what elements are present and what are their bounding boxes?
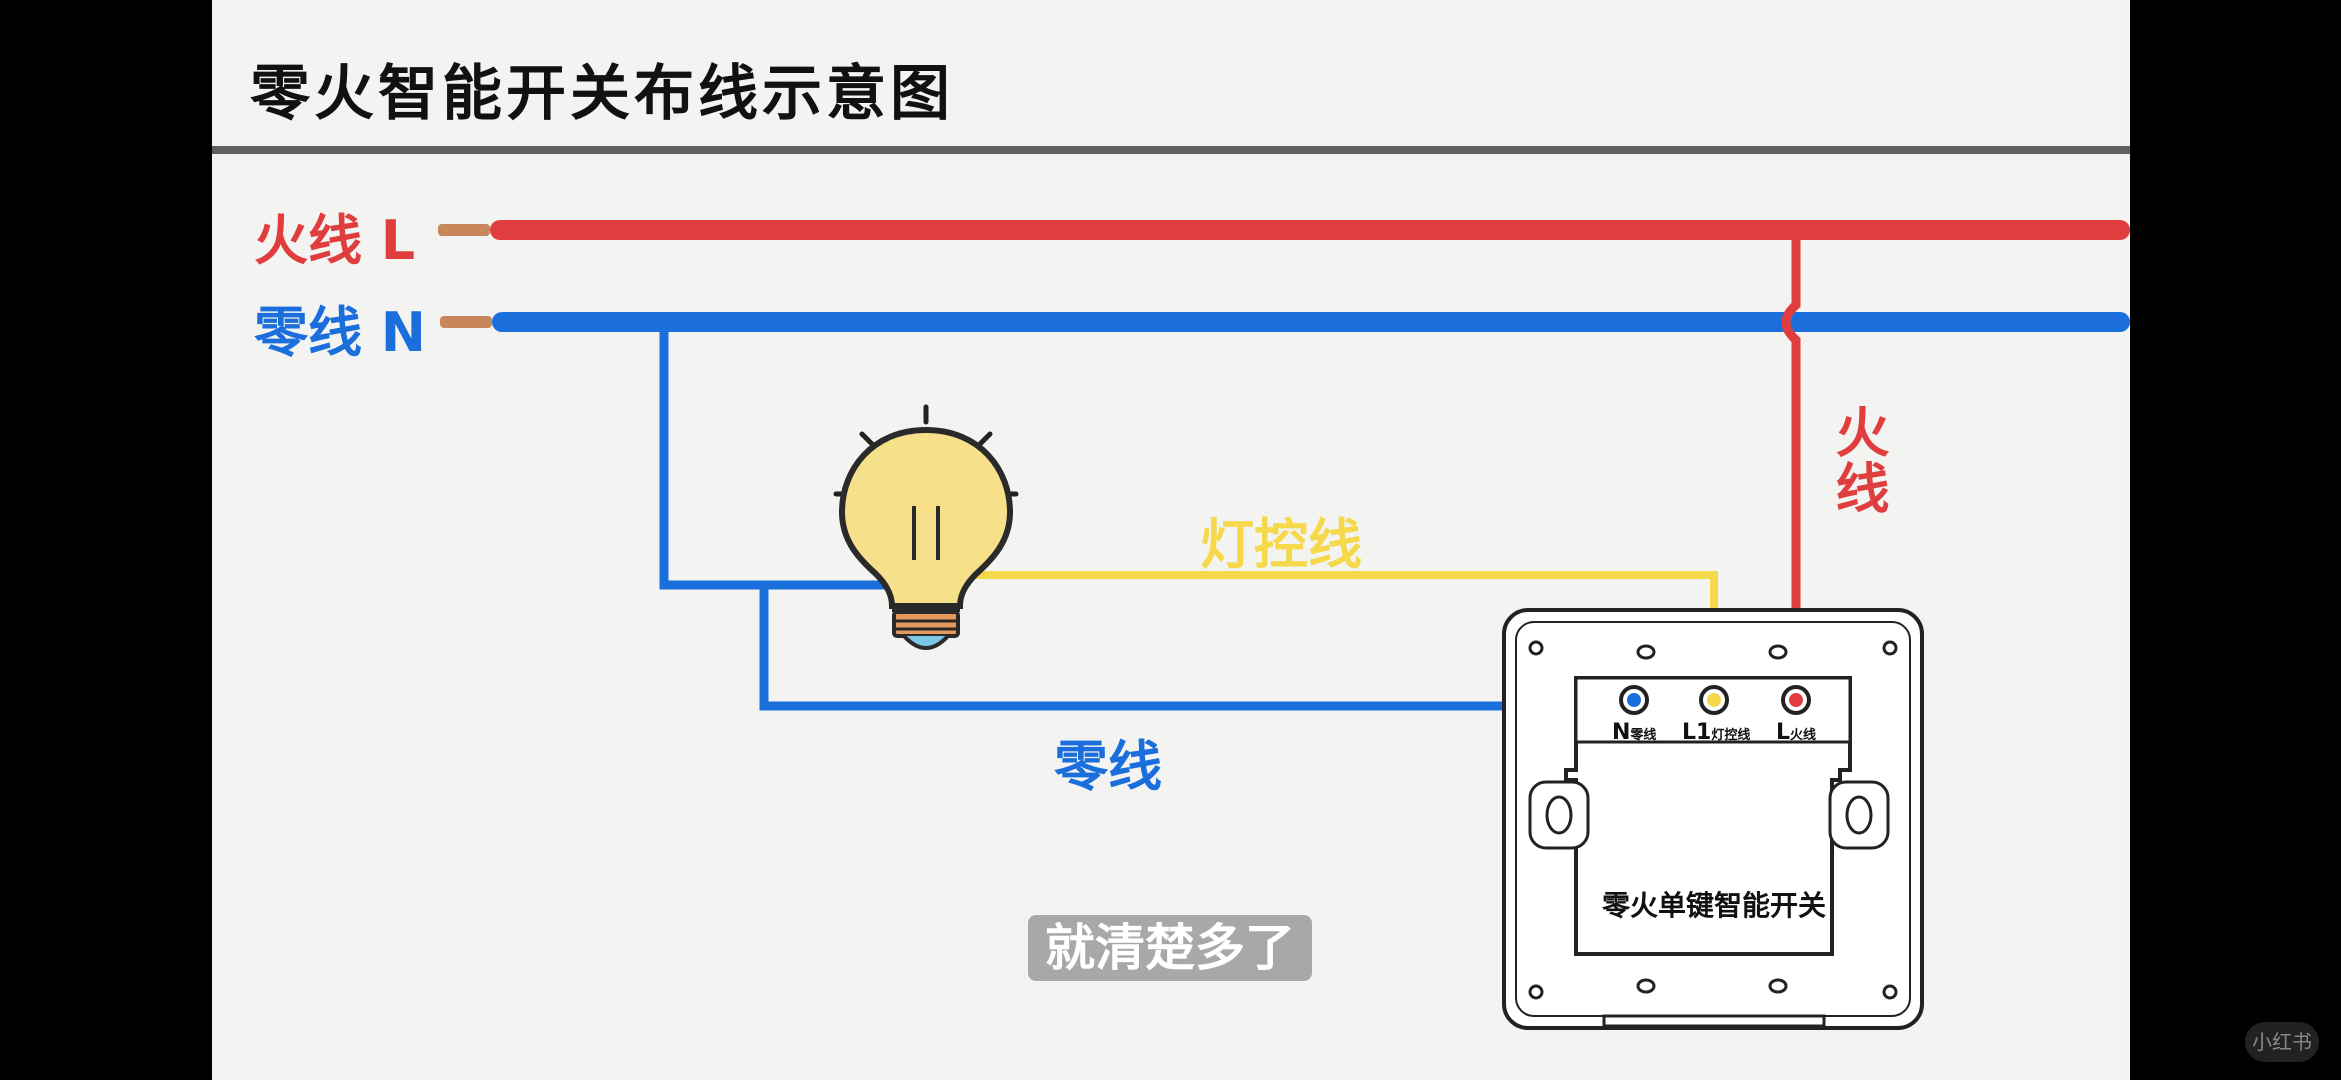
terminal-n-label: N零线 — [1612, 720, 1656, 745]
neutral-main-wire — [440, 312, 2130, 332]
live-drop-wire — [1781, 240, 1801, 700]
neutral-wire-tip-icon — [440, 316, 492, 328]
terminal-l-label: L火线 — [1776, 720, 1816, 745]
live-main-label: 火线 L — [254, 209, 416, 272]
live-vertical-label: 火线 — [1826, 404, 1889, 529]
switch-name: 零火单键智能开关 — [1601, 889, 1826, 922]
lamp-control-label: 灯控线 — [1200, 513, 1362, 576]
terminal-l1-letter: L1 — [1682, 720, 1712, 745]
terminal-l-sub: 火线 — [1790, 728, 1817, 743]
neutral-branch-wire — [659, 330, 920, 590]
terminal-l1-sub: 灯控线 — [1711, 728, 1751, 743]
smart-switch-panel — [1502, 608, 1924, 1030]
neutral-to-switch-wire — [759, 585, 1634, 711]
title-divider — [212, 146, 2130, 154]
light-bulb-icon — [833, 404, 1019, 650]
live-main-wire — [438, 220, 2130, 240]
video-subtitle: 就清楚多了 — [1028, 915, 1312, 981]
neutral-bottom-label: 零线 — [1054, 735, 1162, 798]
terminal-n-letter: N — [1612, 720, 1631, 745]
watermark-logo: 小红书 — [2245, 1022, 2319, 1062]
live-vertical-label-text: 火线 — [1826, 404, 1889, 516]
terminal-l1-label: L1灯控线 — [1682, 720, 1750, 745]
live-wire-tip-icon — [438, 224, 490, 236]
page-title: 零火智能开关布线示意图 — [250, 59, 954, 129]
terminal-n-sub: 零线 — [1630, 728, 1657, 743]
neutral-main-label: 零线 N — [254, 301, 426, 364]
terminal-l-letter: L — [1776, 720, 1791, 745]
